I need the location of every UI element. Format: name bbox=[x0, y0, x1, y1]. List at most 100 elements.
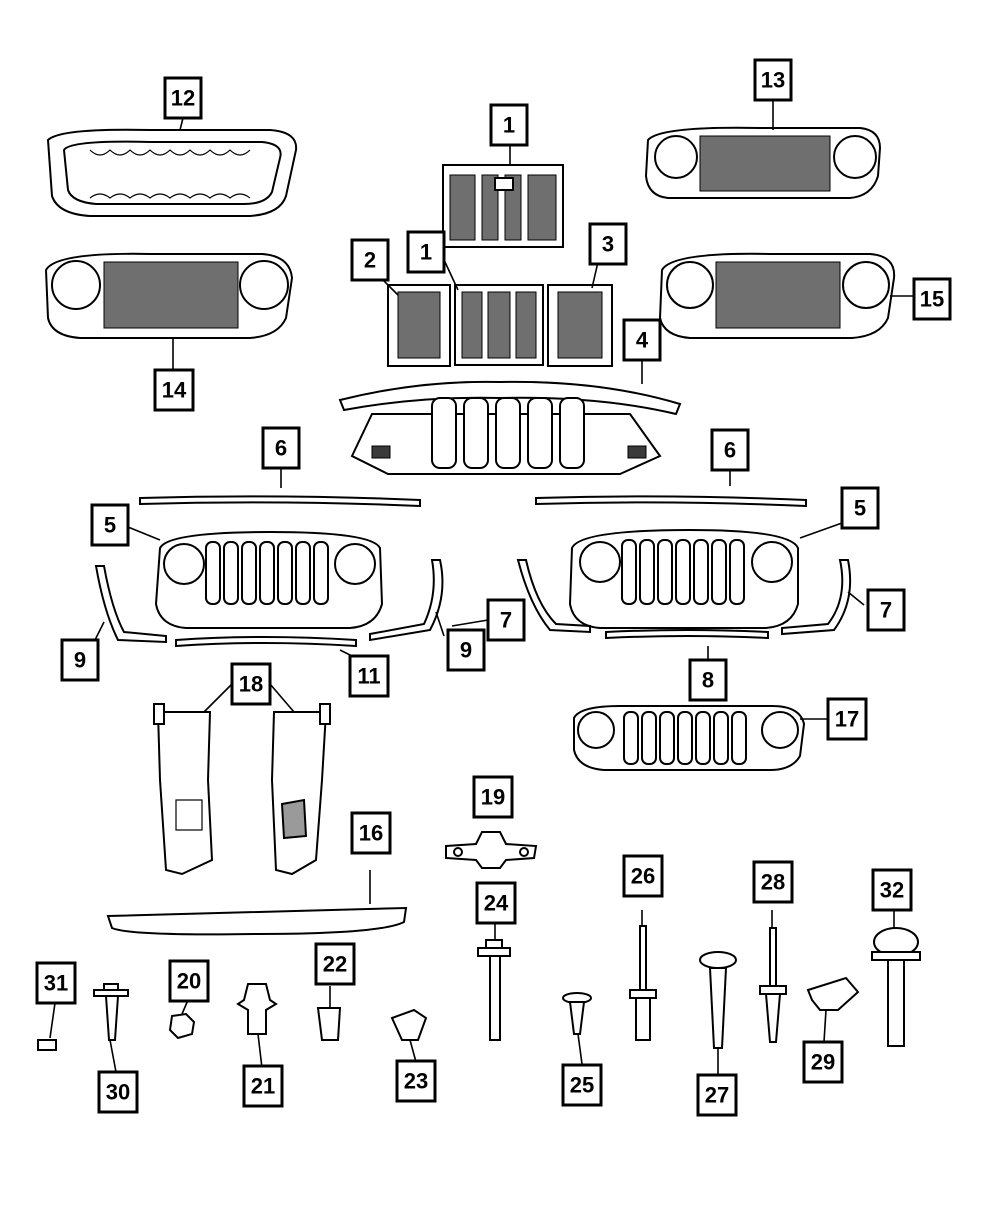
svg-text:16: 16 bbox=[359, 821, 383, 846]
part-7-trim-right-b bbox=[781, 559, 852, 636]
part-11-trim-lower bbox=[175, 636, 357, 648]
part-21-push-pin bbox=[236, 983, 278, 1035]
callout-27: 27 bbox=[696, 1073, 738, 1117]
svg-text:28: 28 bbox=[761, 870, 785, 895]
part-3-grille-insert-right bbox=[547, 284, 613, 367]
svg-text:15: 15 bbox=[920, 287, 944, 312]
svg-text:21: 21 bbox=[251, 1074, 275, 1099]
svg-text:23: 23 bbox=[404, 1069, 428, 1094]
svg-text:9: 9 bbox=[74, 648, 86, 673]
callout-14: 14 bbox=[153, 368, 195, 412]
part-16-lower-molding bbox=[106, 906, 408, 936]
callout-21: 21 bbox=[242, 1064, 284, 1108]
part-5-grille-right bbox=[568, 528, 799, 629]
svg-text:7: 7 bbox=[880, 598, 892, 623]
svg-text:17: 17 bbox=[835, 707, 859, 732]
callout-9-left: 9 bbox=[60, 638, 100, 682]
part-20-nut bbox=[168, 1012, 196, 1040]
svg-text:24: 24 bbox=[484, 891, 509, 916]
part-29-clip bbox=[806, 976, 860, 1011]
svg-text:1: 1 bbox=[503, 113, 515, 138]
part-22-clip bbox=[316, 1007, 342, 1041]
svg-text:27: 27 bbox=[705, 1083, 729, 1108]
svg-text:31: 31 bbox=[44, 971, 68, 996]
part-18-bracket-left bbox=[153, 703, 214, 876]
leader-lines bbox=[49, 100, 914, 1076]
callout-13: 13 bbox=[753, 58, 793, 102]
svg-text:22: 22 bbox=[323, 952, 347, 977]
svg-text:19: 19 bbox=[481, 785, 505, 810]
callout-31: 31 bbox=[35, 961, 77, 1005]
callout-7-left: 7 bbox=[486, 598, 526, 642]
callout-22: 22 bbox=[314, 942, 356, 986]
svg-text:14: 14 bbox=[162, 378, 187, 403]
part-2-grille-insert-left bbox=[387, 284, 451, 367]
callout-2: 2 bbox=[350, 238, 390, 282]
svg-text:5: 5 bbox=[104, 513, 116, 538]
callout-24: 24 bbox=[475, 881, 517, 925]
svg-text:29: 29 bbox=[811, 1050, 835, 1075]
callout-26: 26 bbox=[622, 854, 664, 898]
callout-5-right: 5 bbox=[840, 486, 880, 530]
svg-text:6: 6 bbox=[275, 436, 287, 461]
part-14-grille bbox=[44, 252, 294, 339]
svg-text:7: 7 bbox=[500, 608, 512, 633]
callout-25: 25 bbox=[561, 1063, 603, 1107]
part-30-bolt bbox=[93, 983, 129, 1041]
svg-text:30: 30 bbox=[106, 1080, 130, 1105]
part-8-trim-lower bbox=[605, 629, 769, 640]
part-32-bolt bbox=[871, 927, 921, 1047]
callout-19: 19 bbox=[472, 775, 514, 819]
svg-text:26: 26 bbox=[631, 864, 655, 889]
callout-8: 8 bbox=[688, 658, 728, 702]
callout-12: 12 bbox=[163, 76, 203, 120]
svg-text:1: 1 bbox=[420, 240, 432, 265]
part-1-grille-insert-top bbox=[442, 164, 564, 248]
part-18-bracket-right bbox=[270, 703, 331, 876]
part-9-trim-left-a bbox=[94, 565, 167, 644]
part-9-trim-left-b bbox=[369, 559, 444, 642]
callout-32: 32 bbox=[871, 868, 913, 912]
part-5-grille-left bbox=[154, 530, 384, 629]
part-23-clip bbox=[390, 1008, 428, 1041]
callout-11: 11 bbox=[348, 654, 390, 698]
svg-text:25: 25 bbox=[570, 1073, 594, 1098]
part-27-push-pin bbox=[699, 951, 737, 1049]
svg-text:9: 9 bbox=[460, 638, 472, 663]
callout-4: 4 bbox=[622, 318, 662, 362]
svg-text:13: 13 bbox=[761, 68, 785, 93]
svg-text:3: 3 bbox=[602, 232, 614, 257]
callout-9-right: 9 bbox=[446, 628, 486, 672]
callout-23: 23 bbox=[395, 1059, 437, 1103]
part-24-bolt bbox=[477, 939, 511, 1041]
callout-17: 17 bbox=[826, 697, 868, 741]
part-12-grille-surround bbox=[46, 128, 298, 217]
callout-3: 3 bbox=[588, 222, 628, 266]
svg-text:32: 32 bbox=[880, 878, 904, 903]
part-4-grille-reinforcement bbox=[338, 380, 682, 475]
callout-15: 15 bbox=[912, 277, 952, 321]
part-13-grille bbox=[644, 126, 882, 199]
svg-text:20: 20 bbox=[177, 969, 201, 994]
callout-1-top: 1 bbox=[489, 103, 529, 147]
part-17-grille bbox=[573, 705, 806, 771]
svg-text:12: 12 bbox=[171, 86, 195, 111]
part-26-rivet bbox=[629, 925, 657, 1041]
part-31-clip bbox=[37, 1039, 57, 1051]
callout-28: 28 bbox=[752, 860, 794, 904]
callout-5-left: 5 bbox=[90, 503, 130, 547]
svg-text:8: 8 bbox=[702, 668, 714, 693]
callout-1-middle: 1 bbox=[406, 230, 446, 274]
callout-29: 29 bbox=[802, 1040, 844, 1084]
svg-text:2: 2 bbox=[364, 248, 376, 273]
part-1-grille-insert-center bbox=[454, 284, 544, 366]
part-19-support bbox=[445, 831, 538, 869]
callout-6-left: 6 bbox=[261, 426, 301, 470]
svg-text:18: 18 bbox=[239, 672, 263, 697]
callout-7-right: 7 bbox=[866, 588, 906, 632]
callout-6-right: 6 bbox=[710, 428, 750, 472]
svg-text:11: 11 bbox=[357, 664, 380, 689]
part-6-molding-left bbox=[139, 495, 421, 508]
svg-text:6: 6 bbox=[724, 438, 736, 463]
